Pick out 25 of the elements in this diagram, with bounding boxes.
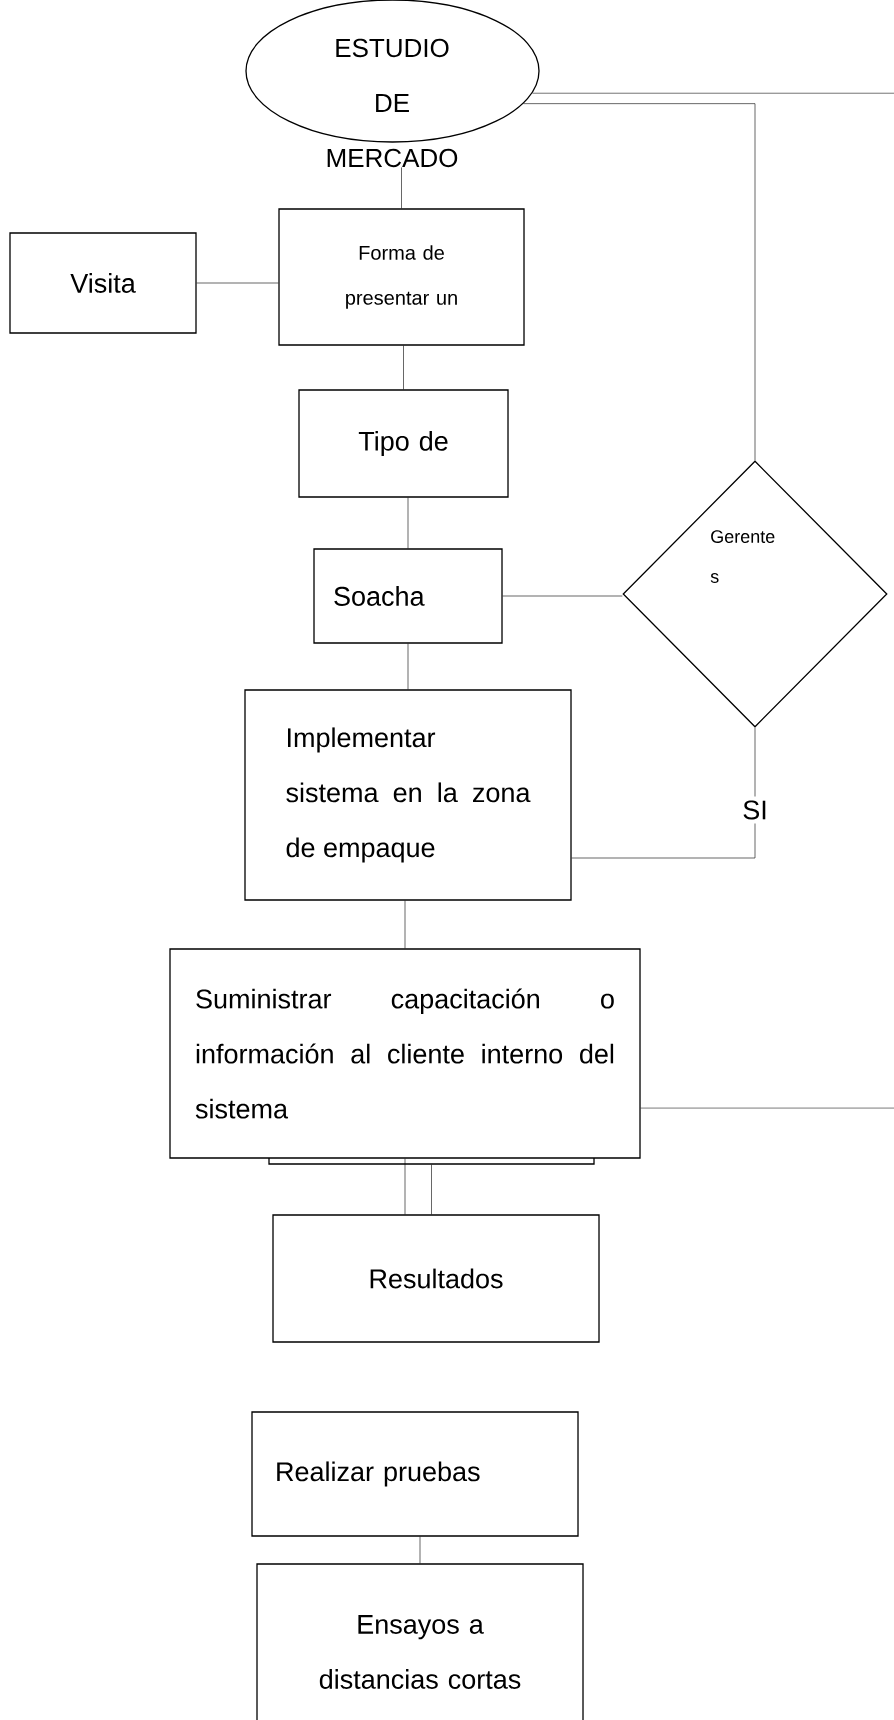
process-box: Realizar pruebas xyxy=(251,1411,579,1537)
process-box: Soacha xyxy=(313,548,503,644)
connector-line xyxy=(502,595,623,597)
connector-line xyxy=(431,1164,432,1215)
connector-line xyxy=(523,103,756,461)
connector-line xyxy=(196,282,279,284)
connector-line xyxy=(404,1158,406,1215)
process-box: Forma de presentar un xyxy=(278,208,525,346)
oval-node: ESTUDIO DE MERCADO xyxy=(245,0,540,168)
edge-label: SI xyxy=(738,796,772,824)
connector-line xyxy=(401,167,402,209)
connector-line xyxy=(419,1536,421,1564)
process-box: Implementar sistema en la zona de empaque xyxy=(244,689,572,901)
process-box: Resultados xyxy=(272,1214,600,1343)
connector-line xyxy=(640,1107,894,1109)
process-box: Ensayos a distancias cortas xyxy=(256,1563,584,1720)
node-label: MERCADO xyxy=(327,148,458,168)
connector-line xyxy=(571,727,756,859)
connector-line xyxy=(404,900,406,949)
connector-line xyxy=(407,643,409,690)
process-box: Tipo de xyxy=(298,389,509,498)
connector-line xyxy=(532,92,894,94)
connector-line xyxy=(407,497,409,549)
connector-line xyxy=(403,345,404,390)
process-box: Visita xyxy=(9,232,197,334)
